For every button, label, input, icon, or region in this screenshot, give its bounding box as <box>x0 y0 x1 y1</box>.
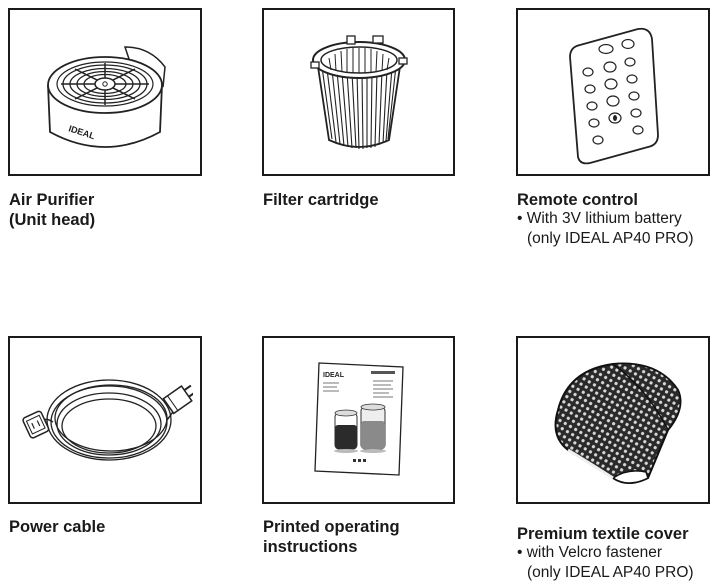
instructions-title: Printed operating instructions <box>263 518 400 556</box>
manual-brand-logo: IDEAL <box>323 372 345 379</box>
air-purifier-image-frame: IDEAL <box>8 8 202 176</box>
remote-control-note-battery: • With 3V lithium battery <box>517 210 682 227</box>
power-cable-title: Power cable <box>9 518 106 536</box>
textile-cover-icon <box>554 362 682 484</box>
filter-cartridge-title: Filter cartridge <box>263 191 379 209</box>
power-cable-image-frame <box>8 336 202 504</box>
remote-control-title: Remote control <box>517 191 639 209</box>
filter-cartridge-image-frame <box>262 8 455 176</box>
textile-cover-title: Premium textile cover <box>517 525 689 543</box>
textile-cover-image-frame <box>516 336 710 504</box>
power-cable-icon <box>22 379 193 461</box>
textile-cover-note-model: (only IDEAL AP40 PRO) <box>527 564 694 581</box>
remote-control-image-frame <box>516 8 710 176</box>
remote-control-icon <box>569 27 659 165</box>
filter-cartridge-icon <box>309 35 408 150</box>
air-purifier-title: Air Purifier (Unit head) <box>9 191 96 229</box>
remote-control-note-model: (only IDEAL AP40 PRO) <box>527 230 694 247</box>
manual-booklet-icon: IDEAL <box>313 362 404 476</box>
instructions-image-frame: IDEAL <box>262 336 455 504</box>
textile-cover-note-velcro: • with Velcro fastener <box>517 544 662 561</box>
air-purifier-unit-icon: IDEAL <box>47 46 166 148</box>
